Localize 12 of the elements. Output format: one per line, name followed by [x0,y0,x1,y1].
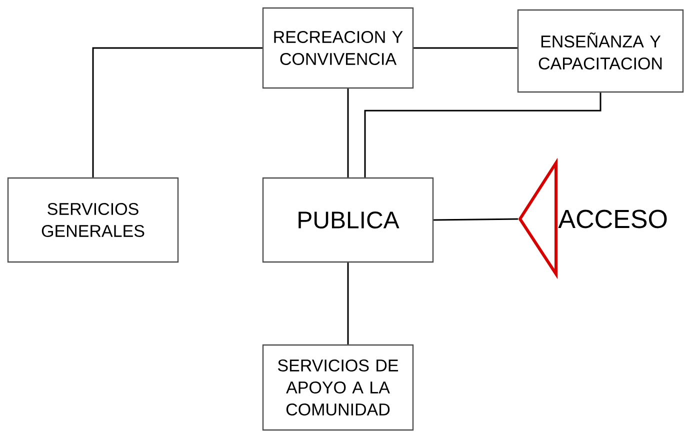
connector-line [347,262,349,344]
connector-line [414,47,518,49]
text-box: ENSEÑANZA Y CAPACITACION [517,9,684,93]
text-box: SERVICIOS GENERALES [7,177,179,263]
text-box: SERVICIOS DE APOYO A LA COMUNIDAD [262,344,414,431]
connector-line [364,92,602,178]
text-box: RECREACION Y CONVIVENCIA [262,7,414,89]
connector-line [434,218,518,221]
access-label: ACCESO [558,210,667,228]
connector-line [92,47,262,178]
connector-line [347,88,349,178]
text-box: PUBLICA [262,177,434,263]
